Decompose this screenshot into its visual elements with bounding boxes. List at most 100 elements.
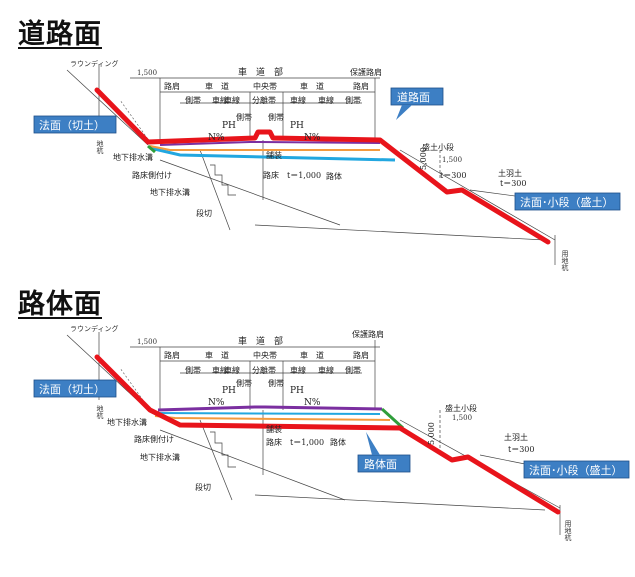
bottom-side-strip-label-3: 側帯 — [236, 378, 252, 388]
top-purple-layer-line — [159, 141, 381, 146]
bottom-median-strip-label: 分離帯 — [252, 365, 276, 375]
top-callout-road-surface: 道路面 — [390, 87, 444, 120]
bottom-shoulder-label-left: 路肩 — [164, 350, 180, 360]
bottom-n-pct-label-right: N% — [304, 398, 321, 408]
bottom-purple-layer-line — [157, 405, 383, 412]
bottom-under-drain-label-1: 地下排水溝 — [107, 417, 147, 427]
bottom-callout-slope-cut: 法面（切土） — [33, 379, 117, 398]
bottom-lane-label-4: 車線 — [318, 365, 334, 375]
bottom-rounding-label: ラウンディング — [70, 324, 119, 333]
top-body-label: 路体 — [326, 171, 342, 181]
top-median-label: 中央帯 — [253, 81, 277, 91]
top-diagram: ラウンディング 1,500 車 道 部 保護路肩 路肩 車 道 中央帯 車 道 … — [33, 59, 621, 272]
top-t300-label-b: t＝300 — [500, 179, 526, 188]
top-land-pile-label: 用地杭 — [561, 250, 569, 272]
bottom-callout-slope-fill: 法面･小段（盛土） — [523, 460, 630, 479]
top-side-strip-label-3: 側帯 — [236, 112, 252, 122]
bottom-ph-label-left: PH — [222, 386, 236, 396]
top-red-surface-line — [94, 87, 551, 245]
top-shoulder-label-right: 路肩 — [353, 81, 369, 91]
top-orange-layer-line — [149, 145, 380, 151]
top-subbase-label: 路床 t＝1,000 — [263, 170, 321, 180]
top-median-strip-label: 分離帯 — [252, 95, 276, 105]
bottom-callout-subgrade-text: 路体面 — [364, 457, 397, 471]
bottom-roadway-label-left: 車 道 — [205, 350, 229, 360]
top-bed-support-label: 路床側付け — [132, 170, 172, 180]
top-lane-label-4: 車線 — [318, 95, 334, 105]
top-t300-label-a: t＝300 — [440, 171, 466, 180]
top-callout-slope-fill-text: 法面･小段（盛土） — [520, 195, 614, 209]
top-roadway-label-right: 車 道 — [300, 81, 324, 91]
bottom-subbase-label: 路床 t＝1,000 — [266, 437, 324, 447]
top-pavement-label: 舗装 — [266, 150, 282, 160]
top-carriageway-label: 車 道 部 — [238, 66, 283, 78]
bottom-blue-layer-line — [151, 412, 381, 415]
top-n-pct-label-right: N% — [304, 133, 321, 143]
bottom-side-strip-label-1: 側帯 — [185, 365, 201, 375]
bottom-orange-layer-line — [154, 415, 391, 421]
bottom-red-subgrade-line — [94, 354, 561, 515]
top-side-strip-label-2: 側帯 — [345, 95, 361, 105]
top-callout-slope-cut: 法面（切土） — [33, 115, 117, 134]
bottom-roadway-label-right: 車 道 — [300, 350, 324, 360]
bottom-callout-subgrade: 路体面 — [357, 432, 411, 473]
top-lane-label-3: 車線 — [290, 95, 306, 105]
top-side-strip-label-1: 側帯 — [185, 95, 201, 105]
bottom-side-strip-label-4: 側帯 — [268, 378, 284, 388]
bottom-lane-label-2: 車線 — [224, 365, 240, 375]
bottom-fill-berm-label: 盛土小段 — [445, 403, 477, 413]
top-lane-label-1: 車線 — [212, 95, 228, 105]
bottom-body-label: 路体 — [330, 437, 346, 447]
top-protect-path-label: 保護路肩 — [350, 67, 382, 77]
top-side-strip-label-4: 側帯 — [268, 112, 284, 122]
top-ph-label-left: PH — [222, 121, 236, 131]
bottom-green-slope-line — [380, 407, 405, 430]
bottom-pavement-label: 舗装 — [266, 424, 282, 434]
top-rounding-label: ラウンディング — [70, 59, 119, 68]
top-roadway-label-left: 車 道 — [205, 81, 229, 91]
bottom-section-title: 路体面 — [18, 289, 102, 320]
bottom-median-label: 中央帯 — [253, 350, 277, 360]
bottom-callout-slope-fill-text: 法面･小段（盛土） — [529, 463, 623, 477]
top-boundary-pile-label: 地杭 — [96, 139, 104, 155]
top-n-pct-label-left: N% — [208, 133, 225, 143]
top-shoulder-label-left: 路肩 — [164, 81, 180, 91]
bottom-n-pct-label-left: N% — [208, 398, 225, 408]
top-callout-slope-cut-text: 法面（切土） — [39, 118, 105, 132]
bottom-drawing-lines — [66, 332, 561, 535]
bottom-lane-label-1: 車線 — [212, 365, 228, 375]
top-height-5000-label: 5,000 — [419, 147, 428, 170]
bottom-cover-soil-label: 土羽土 — [504, 432, 528, 442]
top-cover-soil-label: 土羽土 — [498, 168, 522, 178]
top-callout-slope-fill: 法面･小段（盛土） — [514, 192, 621, 211]
bottom-height-5000-label: 5,000 — [427, 422, 436, 445]
bottom-callout-slope-cut-text: 法面（切土） — [39, 382, 105, 396]
bottom-side-strip-label-2: 側帯 — [345, 365, 361, 375]
top-fill-berm-label: 盛土小段 — [422, 142, 454, 152]
bottom-boundary-pile-label: 地杭 — [96, 404, 104, 420]
bottom-bed-support-label: 路床側付け — [134, 434, 174, 444]
top-section-title: 道路面 — [18, 19, 102, 50]
bottom-t300-label: t＝300 — [508, 445, 534, 454]
bottom-width-1500-label: 1,500 — [137, 338, 157, 346]
top-blue-layer-line — [149, 146, 396, 162]
top-green-drain-line — [147, 144, 156, 154]
bottom-carriageway-label: 車 道 部 — [238, 335, 283, 347]
top-ph-label-right: PH — [290, 121, 304, 131]
bottom-land-pile-label: 用地杭 — [564, 520, 572, 542]
bottom-diagram: ラウンディング 1,500 車 道 部 保護路肩 路肩 車 道 中央帯 車 道 … — [33, 324, 630, 542]
top-drawing-lines — [66, 65, 556, 265]
bottom-ph-label-right: PH — [290, 386, 304, 396]
top-berm-1500-label: 1,500 — [442, 156, 462, 164]
bottom-protect-path-label: 保護路肩 — [352, 329, 384, 339]
top-under-drain-label-1: 地下排水溝 — [113, 152, 153, 162]
bottom-under-drain-label-2: 地下排水溝 — [140, 452, 180, 462]
bottom-step-cut-label: 段切 — [195, 482, 211, 492]
top-step-cut-label: 段切 — [196, 208, 212, 218]
bottom-berm-1500-label: 1,500 — [452, 414, 472, 422]
bottom-shoulder-label-right: 路肩 — [353, 350, 369, 360]
top-lane-label-2: 車線 — [224, 95, 240, 105]
top-callout-road-surface-text: 道路面 — [397, 90, 430, 104]
top-width-1500-label: 1,500 — [137, 69, 157, 77]
